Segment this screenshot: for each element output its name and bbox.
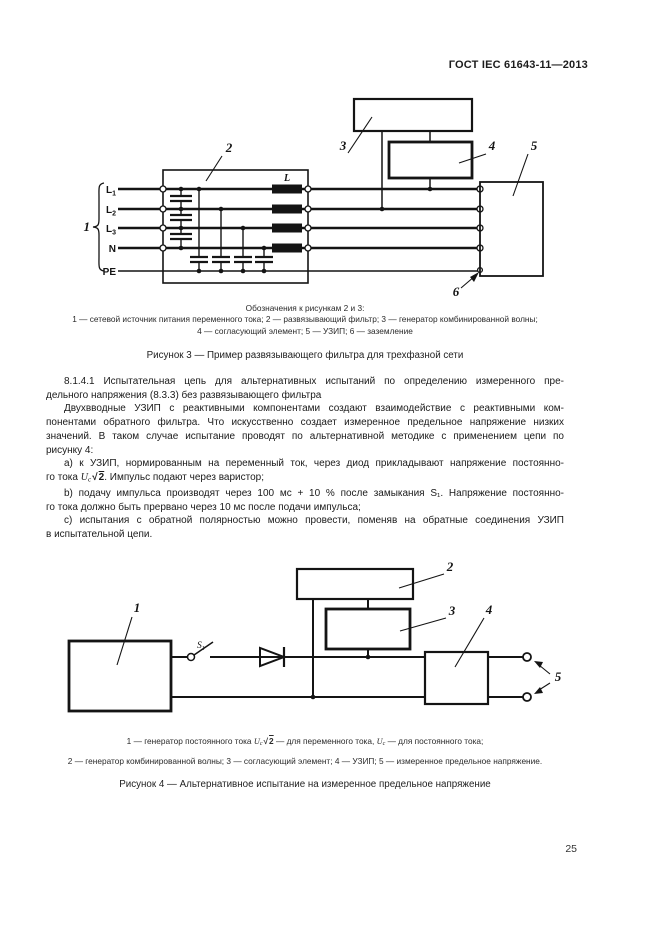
body-line: c) испытания с обратной полярностью можн… xyxy=(64,515,564,527)
junction-dot xyxy=(365,654,371,660)
body-line: понентами обратного фильтра. Что искусст… xyxy=(46,417,564,429)
figure3-line-labels: L1 L2 L3 N PE xyxy=(103,185,117,278)
label-pe: PE xyxy=(103,267,117,278)
callout-1-leader xyxy=(116,616,133,666)
legend-line: 4 — согласующий элемент; 5 — УЗИП; 6 — з… xyxy=(197,325,413,336)
figure4-caption: Рисунок 4 — Альтернативное испытание на … xyxy=(119,779,491,790)
figure4-diagram: 1 S1 xyxy=(67,559,562,713)
page-number: 25 xyxy=(565,843,577,855)
document-header: ГОСТ IEC 61643-11—2013 xyxy=(448,59,588,71)
matching-element-box xyxy=(387,140,474,180)
generator-connectors xyxy=(381,131,431,209)
callout-3-leader xyxy=(347,116,373,154)
figure3-diagram: L1 L2 L3 N PE 1 2 xyxy=(84,97,544,299)
callout-5-leader xyxy=(512,153,529,197)
callout-6-earth: 6 xyxy=(453,284,460,299)
measurement-terminals: 5 xyxy=(522,652,562,702)
switch-s1: S1 xyxy=(186,641,214,662)
callout-4-leader xyxy=(458,153,487,164)
capacitor-plates xyxy=(170,194,192,241)
body-line: дельного напряжения (8.3.3) без развязыв… xyxy=(46,389,322,401)
body-line-formula: го тока Uc√2. Импульс подают через варис… xyxy=(46,471,264,484)
legend-title: Обозначения к рисункам 2 и 3: xyxy=(245,303,365,313)
body-line: в испытательной цепи. xyxy=(46,529,153,541)
figure4-legend: 1 — генератор постоянного тока Uc√2 — дл… xyxy=(46,735,564,768)
callout-5-voltage: 5 xyxy=(555,669,562,684)
filter-inductors xyxy=(272,184,302,253)
filter-terminals xyxy=(159,185,484,274)
callout-4-matching: 4 xyxy=(488,138,496,153)
voltage-symbol: U xyxy=(376,737,383,746)
junction-dot xyxy=(310,694,316,700)
figure3-legend: Обозначения к рисункам 2 и 3: 1 — сетево… xyxy=(46,303,564,337)
callout-1-source: 1 xyxy=(84,219,91,234)
combination-wave-generator-box xyxy=(352,97,474,133)
callout-3-leader xyxy=(399,617,447,632)
dc-generator-box xyxy=(67,639,173,713)
switch-label: S1 xyxy=(197,641,205,652)
junction-dots xyxy=(178,186,433,274)
body-line: b) подачу импульса производят через 100 … xyxy=(64,487,564,499)
mains-source-brace xyxy=(92,182,105,272)
matching-element-box xyxy=(324,607,412,651)
series-capacitor-chain xyxy=(170,189,192,248)
callout-4-spd: 4 xyxy=(485,602,493,617)
shunt-capacitors xyxy=(190,189,273,271)
callout-4-leader xyxy=(454,617,485,668)
spd-box xyxy=(423,650,490,706)
voltage-symbol: U xyxy=(80,471,88,483)
callout-2-leader xyxy=(398,573,445,589)
callout-2-filter: 2 xyxy=(225,140,233,155)
callout-3-matching: 3 xyxy=(448,603,456,618)
label-n: N xyxy=(109,244,116,255)
sqrt-symbol: √ xyxy=(92,471,98,483)
figure4-wires xyxy=(171,599,523,698)
inductor-label: L xyxy=(283,173,290,184)
body-line: a) к УЗИП, нормированным на переменный т… xyxy=(64,458,564,470)
callout-6-arrowhead xyxy=(470,272,479,282)
callout-3-generator: 3 xyxy=(339,138,347,153)
legend-line: 2 — генератор комбинированной волны; 3 —… xyxy=(67,756,543,767)
label-l2: L2 xyxy=(106,205,116,218)
body-text: 8.1.4.1 Испытательная цепь для альтернат… xyxy=(46,375,564,542)
combination-wave-generator-box xyxy=(295,567,415,601)
body-line: значений. В таком случае испытание прово… xyxy=(46,430,564,442)
voltage-symbol: U xyxy=(253,737,260,746)
body-line: рисунку 4: xyxy=(46,444,94,456)
callout-1-dc-generator: 1 xyxy=(134,600,141,615)
callout-2-generator: 2 xyxy=(446,559,454,574)
body-line: Двухвводные УЗИП с реактивными компонент… xyxy=(64,403,564,415)
body-line: го тока должно быть прервано через 10 мс… xyxy=(46,501,361,513)
callout-2-leader xyxy=(205,155,223,182)
label-l3: L3 xyxy=(106,224,116,237)
label-l1: L1 xyxy=(106,185,116,198)
body-line: 8.1.4.1 Испытательная цепь для альтернат… xyxy=(64,376,564,387)
spd-box xyxy=(479,181,544,277)
capacitor-plates xyxy=(190,255,273,264)
figure3-caption: Рисунок 3 — Пример развязывающего фильтр… xyxy=(146,350,464,361)
diode xyxy=(259,646,287,668)
legend-line: 1 — сетевой источник питания переменного… xyxy=(72,314,538,325)
callout-5-spd: 5 xyxy=(531,138,538,153)
legend-line-formula: 1 — генератор постоянного тока Uc√2 — дл… xyxy=(126,736,484,748)
sqrt-symbol: √ xyxy=(263,736,269,746)
